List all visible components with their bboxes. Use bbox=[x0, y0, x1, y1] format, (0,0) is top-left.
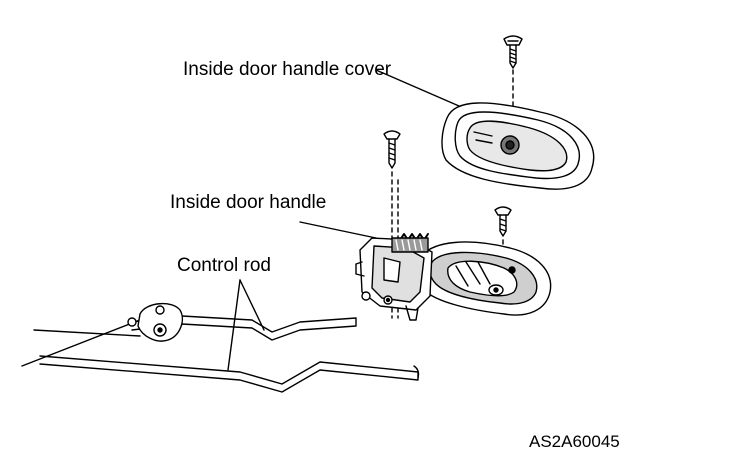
leader-handle-cover bbox=[375, 69, 460, 107]
figure-code: AS2A60045 bbox=[529, 432, 620, 451]
cover-screw bbox=[503, 35, 523, 69]
leader-handle bbox=[299, 221, 377, 239]
label-inside-door-handle: Inside door handle bbox=[170, 192, 327, 213]
handle-screw-left bbox=[383, 130, 401, 169]
leader-rod-lower bbox=[227, 279, 241, 371]
handle-screw-right bbox=[494, 206, 512, 237]
label-handle-cover: Inside door handle cover bbox=[183, 59, 392, 80]
control-rods bbox=[21, 303, 420, 393]
inside-door-handle-part bbox=[355, 233, 552, 321]
leader-rod-upper bbox=[239, 279, 265, 331]
handle-cover-part bbox=[441, 102, 595, 190]
label-control-rod: Control rod bbox=[177, 255, 271, 276]
